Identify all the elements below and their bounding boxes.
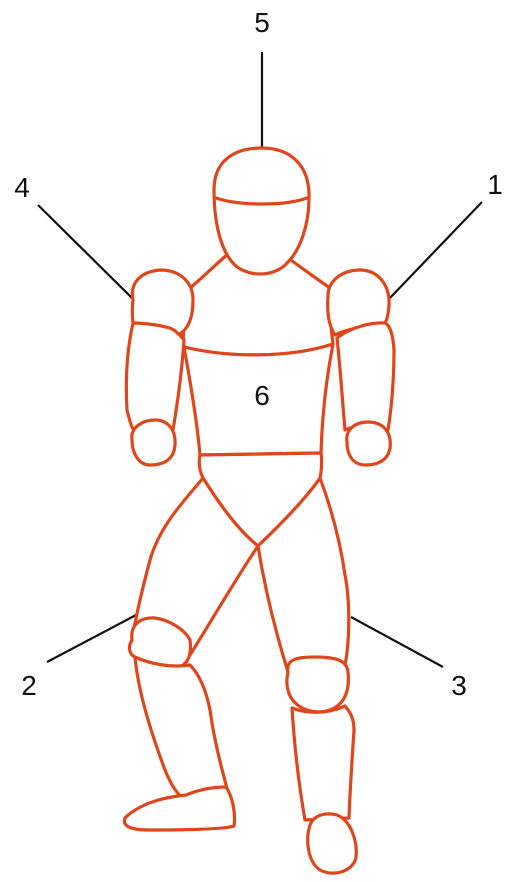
label-right-arm: 1 <box>487 169 503 200</box>
label-head: 5 <box>254 7 270 38</box>
label-right-leg: 3 <box>451 670 467 701</box>
leader-line-left-arm <box>38 205 133 299</box>
label-left-arm: 4 <box>14 172 30 203</box>
left-hand <box>132 420 175 465</box>
right-hand <box>347 422 391 465</box>
leader-line-left-leg <box>47 614 138 662</box>
left-upper-arm <box>126 323 184 432</box>
head-segment <box>214 148 309 274</box>
left-shin <box>135 657 228 800</box>
figure-outline <box>124 148 394 873</box>
right-shin <box>292 706 354 820</box>
label-torso: 6 <box>254 380 270 411</box>
leader-line-right-arm <box>388 202 482 300</box>
leader-line-right-leg <box>351 617 443 667</box>
right-upper-arm <box>337 323 394 430</box>
right-knee <box>287 657 349 712</box>
right-foot <box>308 814 357 873</box>
label-left-leg: 2 <box>21 670 37 701</box>
